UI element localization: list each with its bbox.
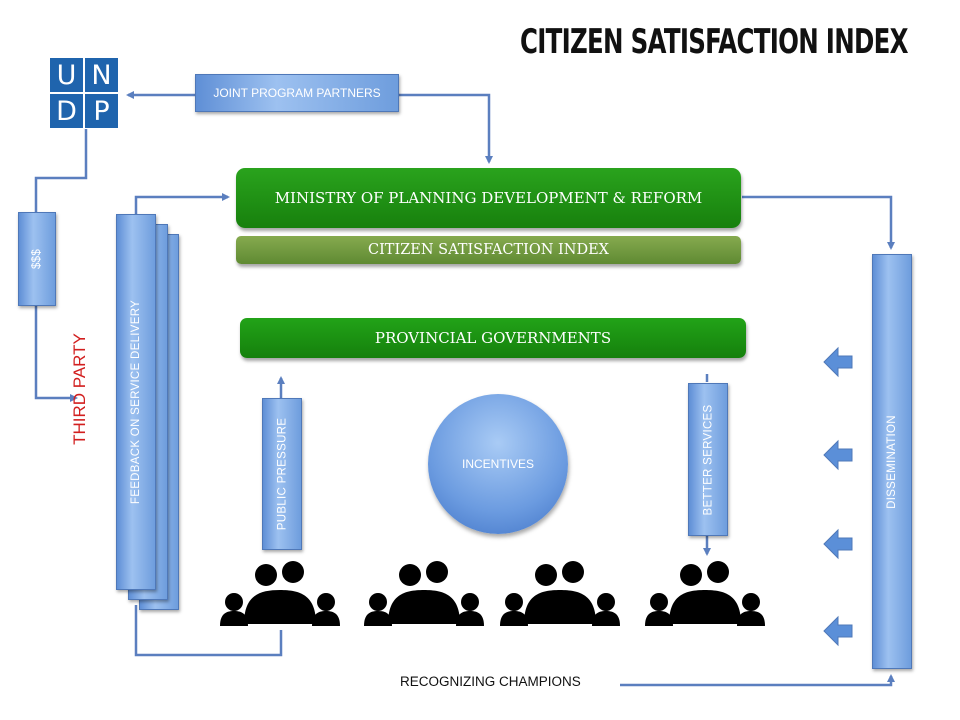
third-party-label: THIRD PARTY [69, 333, 89, 445]
incentives-label: INCENTIVES [461, 457, 534, 471]
citizen-group-2 [364, 561, 484, 626]
ministry-bar: MINISTRY OF PLANNING DEVELOPMENT & REFOR… [236, 168, 741, 228]
line-undp-to-money [34, 129, 88, 212]
recognizing-champions-label: RECOGNIZING CHAMPIONS [400, 674, 581, 689]
incentives-circle: INCENTIVES [428, 394, 568, 534]
arrow-recognizing-champions [620, 674, 895, 687]
citizen-groups [220, 561, 765, 626]
dissemination-label: DISSEMINATION [886, 414, 898, 509]
provincial-governments-bar: PROVINCIAL GOVERNMENTS [240, 318, 746, 358]
arrow-money-to-third-party [34, 305, 78, 402]
undp-letter-p: P [85, 94, 118, 128]
money-label: $$$ [31, 248, 43, 270]
csi-bar: CITIZEN SATISFACTION INDEX [236, 236, 741, 264]
block-arrow-1 [823, 346, 853, 378]
arrow-partners-to-ministry [398, 93, 493, 164]
block-arrow-4 [823, 615, 853, 647]
block-arrow-2 [823, 439, 853, 471]
arrow-ministry-to-dissemination [742, 195, 895, 250]
joint-program-partners-box: JOINT PROGRAM PARTNERS [195, 74, 399, 112]
line-people-to-feedback [134, 605, 283, 657]
undp-letter-d: D [50, 94, 83, 128]
citizen-group-1 [220, 561, 340, 626]
third-party-label-wrap: THIRD PARTY [58, 333, 118, 445]
better-services-label: BETTER SERVICES [702, 403, 715, 516]
feedback-box: FEEDBACK ON SERVICE DELIVERY [116, 214, 156, 590]
better-services-box: BETTER SERVICES [688, 383, 728, 536]
public-pressure-box: PUBLIC PRESSURE [262, 398, 302, 550]
csi-bar-label: CITIZEN SATISFACTION INDEX [367, 242, 610, 258]
undp-logo: U N D P [50, 58, 118, 128]
arrow-feedback-to-ministry [134, 193, 230, 215]
citizen-group-4 [645, 561, 765, 626]
ministry-label: MINISTRY OF PLANNING DEVELOPMENT & REFOR… [274, 189, 703, 207]
feedback-label: FEEDBACK ON SERVICE DELIVERY [130, 299, 142, 505]
dissemination-box: DISSEMINATION [872, 254, 912, 669]
undp-letter-u: U [50, 58, 83, 92]
provincial-governments-label: PROVINCIAL GOVERNMENTS [374, 329, 612, 347]
money-box: $$$ [18, 212, 56, 306]
block-arrow-3 [823, 528, 853, 560]
undp-letter-n: N [85, 58, 118, 92]
dissemination-arrows [823, 346, 853, 647]
citizen-group-3 [500, 561, 620, 626]
joint-program-partners-label: JOINT PROGRAM PARTNERS [213, 86, 381, 100]
public-pressure-label: PUBLIC PRESSURE [276, 417, 289, 531]
